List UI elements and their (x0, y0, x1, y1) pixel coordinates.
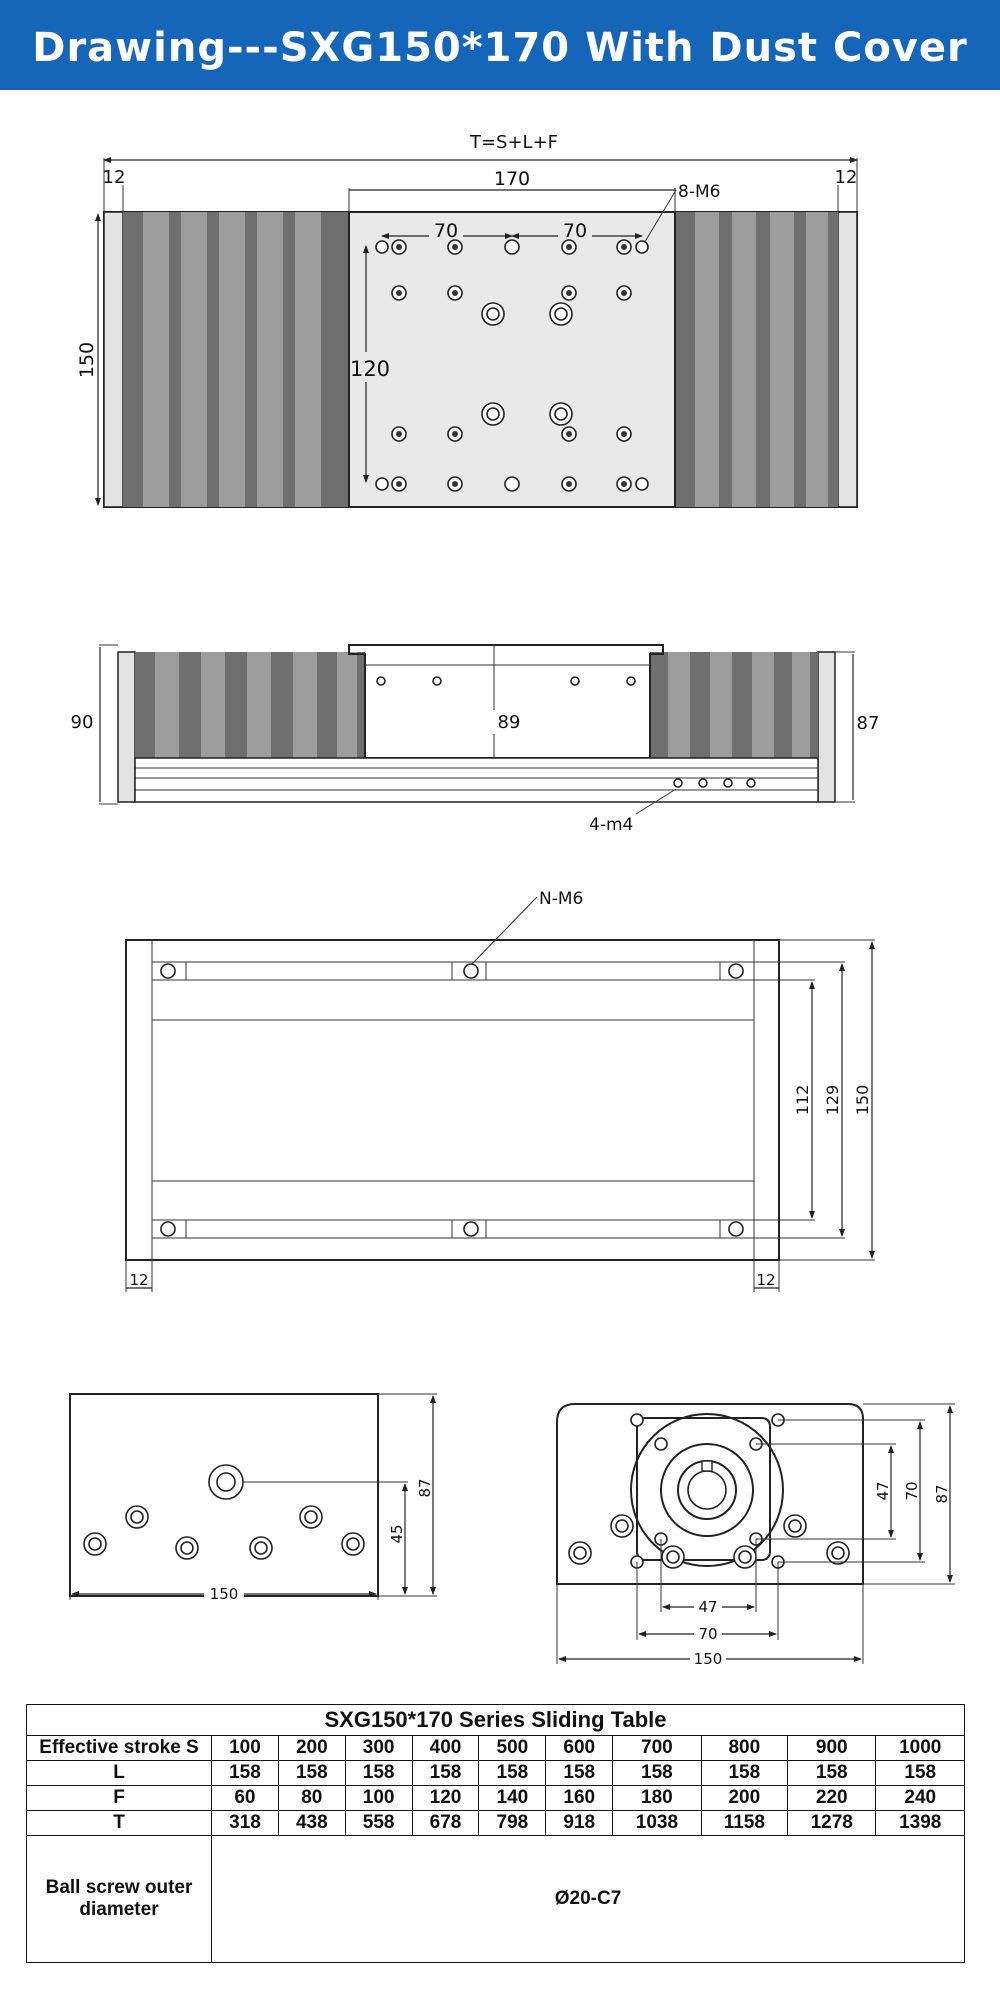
dim-end-right-47h: 47 (698, 1598, 717, 1616)
stroke-cell: 300 (344, 1735, 413, 1761)
stroke-cell: 500 (478, 1735, 547, 1761)
dim-end-left-height: 87 (416, 1478, 434, 1497)
table-cell: 678 (411, 1810, 480, 1836)
dim-end-right-70v: 70 (903, 1481, 921, 1500)
top-view: T=S+L+F 12 12 170 70 70 120 (76, 132, 858, 508)
row-label-l: L (26, 1760, 212, 1786)
dim-end-right-width: 150 (694, 1650, 723, 1668)
table-cell: 140 (478, 1785, 547, 1811)
table-cell: 798 (478, 1810, 547, 1836)
dim-end-right: 12 (835, 167, 858, 188)
table-cell: 558 (344, 1810, 413, 1836)
dim-side-left-height: 90 (71, 712, 94, 733)
diameter-value: Ø20-C7 (211, 1835, 965, 1963)
table-cell: 438 (277, 1810, 346, 1836)
spec-table: SXG150*170 Series Sliding Table Effectiv… (26, 1704, 965, 1963)
dim-height: 150 (76, 342, 98, 378)
dim-end-right-70h: 70 (698, 1625, 717, 1643)
table-cell: 158 (875, 1760, 965, 1786)
dim-end-left: 12 (103, 167, 126, 188)
table-row: F 60 80 100 120 140 160 180 200 220 240 (26, 1785, 965, 1811)
table-cell: 1278 (786, 1810, 877, 1836)
dim-side-center-height: 89 (498, 712, 521, 733)
stroke-cell: 100 (211, 1735, 279, 1761)
table-row: T 318 438 558 678 798 918 1038 1158 1278… (26, 1810, 965, 1836)
dim-holes-left: 70 (434, 220, 458, 242)
table-cell: 60 (211, 1785, 279, 1811)
page-title: Drawing---SXG150*170 With Dust Cover (32, 25, 968, 71)
dim-112: 112 (793, 1085, 812, 1116)
dim-end-right-height: 87 (933, 1484, 951, 1503)
dim-end-right-47v: 47 (874, 1481, 892, 1500)
side-view: 90 89 87 4-m4 (71, 644, 880, 835)
table-cell: 158 (344, 1760, 413, 1786)
table-cell: 1158 (700, 1810, 788, 1836)
table-cell: 318 (211, 1810, 279, 1836)
stroke-cell: 700 (612, 1735, 702, 1761)
row-label-stroke: Effective stroke S (26, 1735, 212, 1761)
dim-end-left-45: 45 (388, 1524, 406, 1543)
table-cell: 158 (700, 1760, 788, 1786)
title-banner: Drawing---SXG150*170 With Dust Cover (0, 0, 1000, 90)
dim-bottom-end-right: 12 (756, 1271, 775, 1289)
table-cell: 158 (411, 1760, 480, 1786)
stroke-cell: 800 (700, 1735, 788, 1761)
stroke-cell: 200 (277, 1735, 346, 1761)
table-cell: 120 (411, 1785, 480, 1811)
dim-hole-span: 120 (350, 357, 390, 381)
end-view-left: 87 45 150 (69, 1393, 437, 1603)
table-cell: 158 (612, 1760, 702, 1786)
table-caption: SXG150*170 Series Sliding Table (26, 1704, 965, 1736)
dim-side-right-height: 87 (857, 713, 880, 734)
table-cell: 180 (612, 1785, 702, 1811)
stroke-cell: 1000 (875, 1735, 965, 1761)
table-cell: 158 (786, 1760, 877, 1786)
row-label-f: F (26, 1785, 212, 1811)
stroke-cell: 900 (786, 1735, 877, 1761)
stroke-cell: 400 (411, 1735, 480, 1761)
table-cell: 158 (545, 1760, 614, 1786)
table-cell: 240 (875, 1785, 965, 1811)
formula-label: T=S+L+F (469, 132, 558, 153)
table-caption-row: SXG150*170 Series Sliding Table (26, 1704, 965, 1736)
dim-carriage-width: 170 (494, 168, 530, 190)
table-cell: 918 (545, 1810, 614, 1836)
table-cell: 158 (277, 1760, 346, 1786)
callout-holes-4m4: 4-m4 (589, 815, 633, 835)
table-cell: 80 (277, 1785, 346, 1811)
table-cell: 158 (478, 1760, 547, 1786)
dim-holes-right: 70 (563, 220, 587, 242)
row-label-t: T (26, 1810, 212, 1836)
table-cell: 200 (700, 1785, 788, 1811)
table-cell: 100 (344, 1785, 413, 1811)
table-cell: 158 (211, 1760, 279, 1786)
dim-129: 129 (823, 1085, 842, 1116)
callout-holes-nm6: N-M6 (539, 889, 583, 909)
mounting-holes (375, 239, 649, 492)
table-row: L 158 158 158 158 158 158 158 158 158 15… (26, 1760, 965, 1786)
table-cell: 220 (786, 1785, 877, 1811)
table-row: Effective stroke S 100 200 300 400 500 6… (26, 1735, 965, 1761)
table-cell: 1038 (612, 1810, 702, 1836)
callout-holes-8m6: 8-M6 (678, 182, 720, 202)
bottom-view: N-M6 112 129 150 12 12 (125, 889, 875, 1292)
dim-150: 150 (853, 1085, 872, 1116)
dim-bottom-end-left: 12 (129, 1271, 148, 1289)
table-cell: 160 (545, 1785, 614, 1811)
dim-end-left-width: 150 (210, 1585, 239, 1603)
stroke-cell: 600 (545, 1735, 614, 1761)
end-view-right: 87 70 47 47 70 150 (556, 1403, 955, 1668)
table-row: Ball screw outer diameter Ø20-C7 (26, 1835, 965, 1963)
table-cell: 1398 (875, 1810, 965, 1836)
row-label-diameter: Ball screw outer diameter (26, 1835, 212, 1963)
